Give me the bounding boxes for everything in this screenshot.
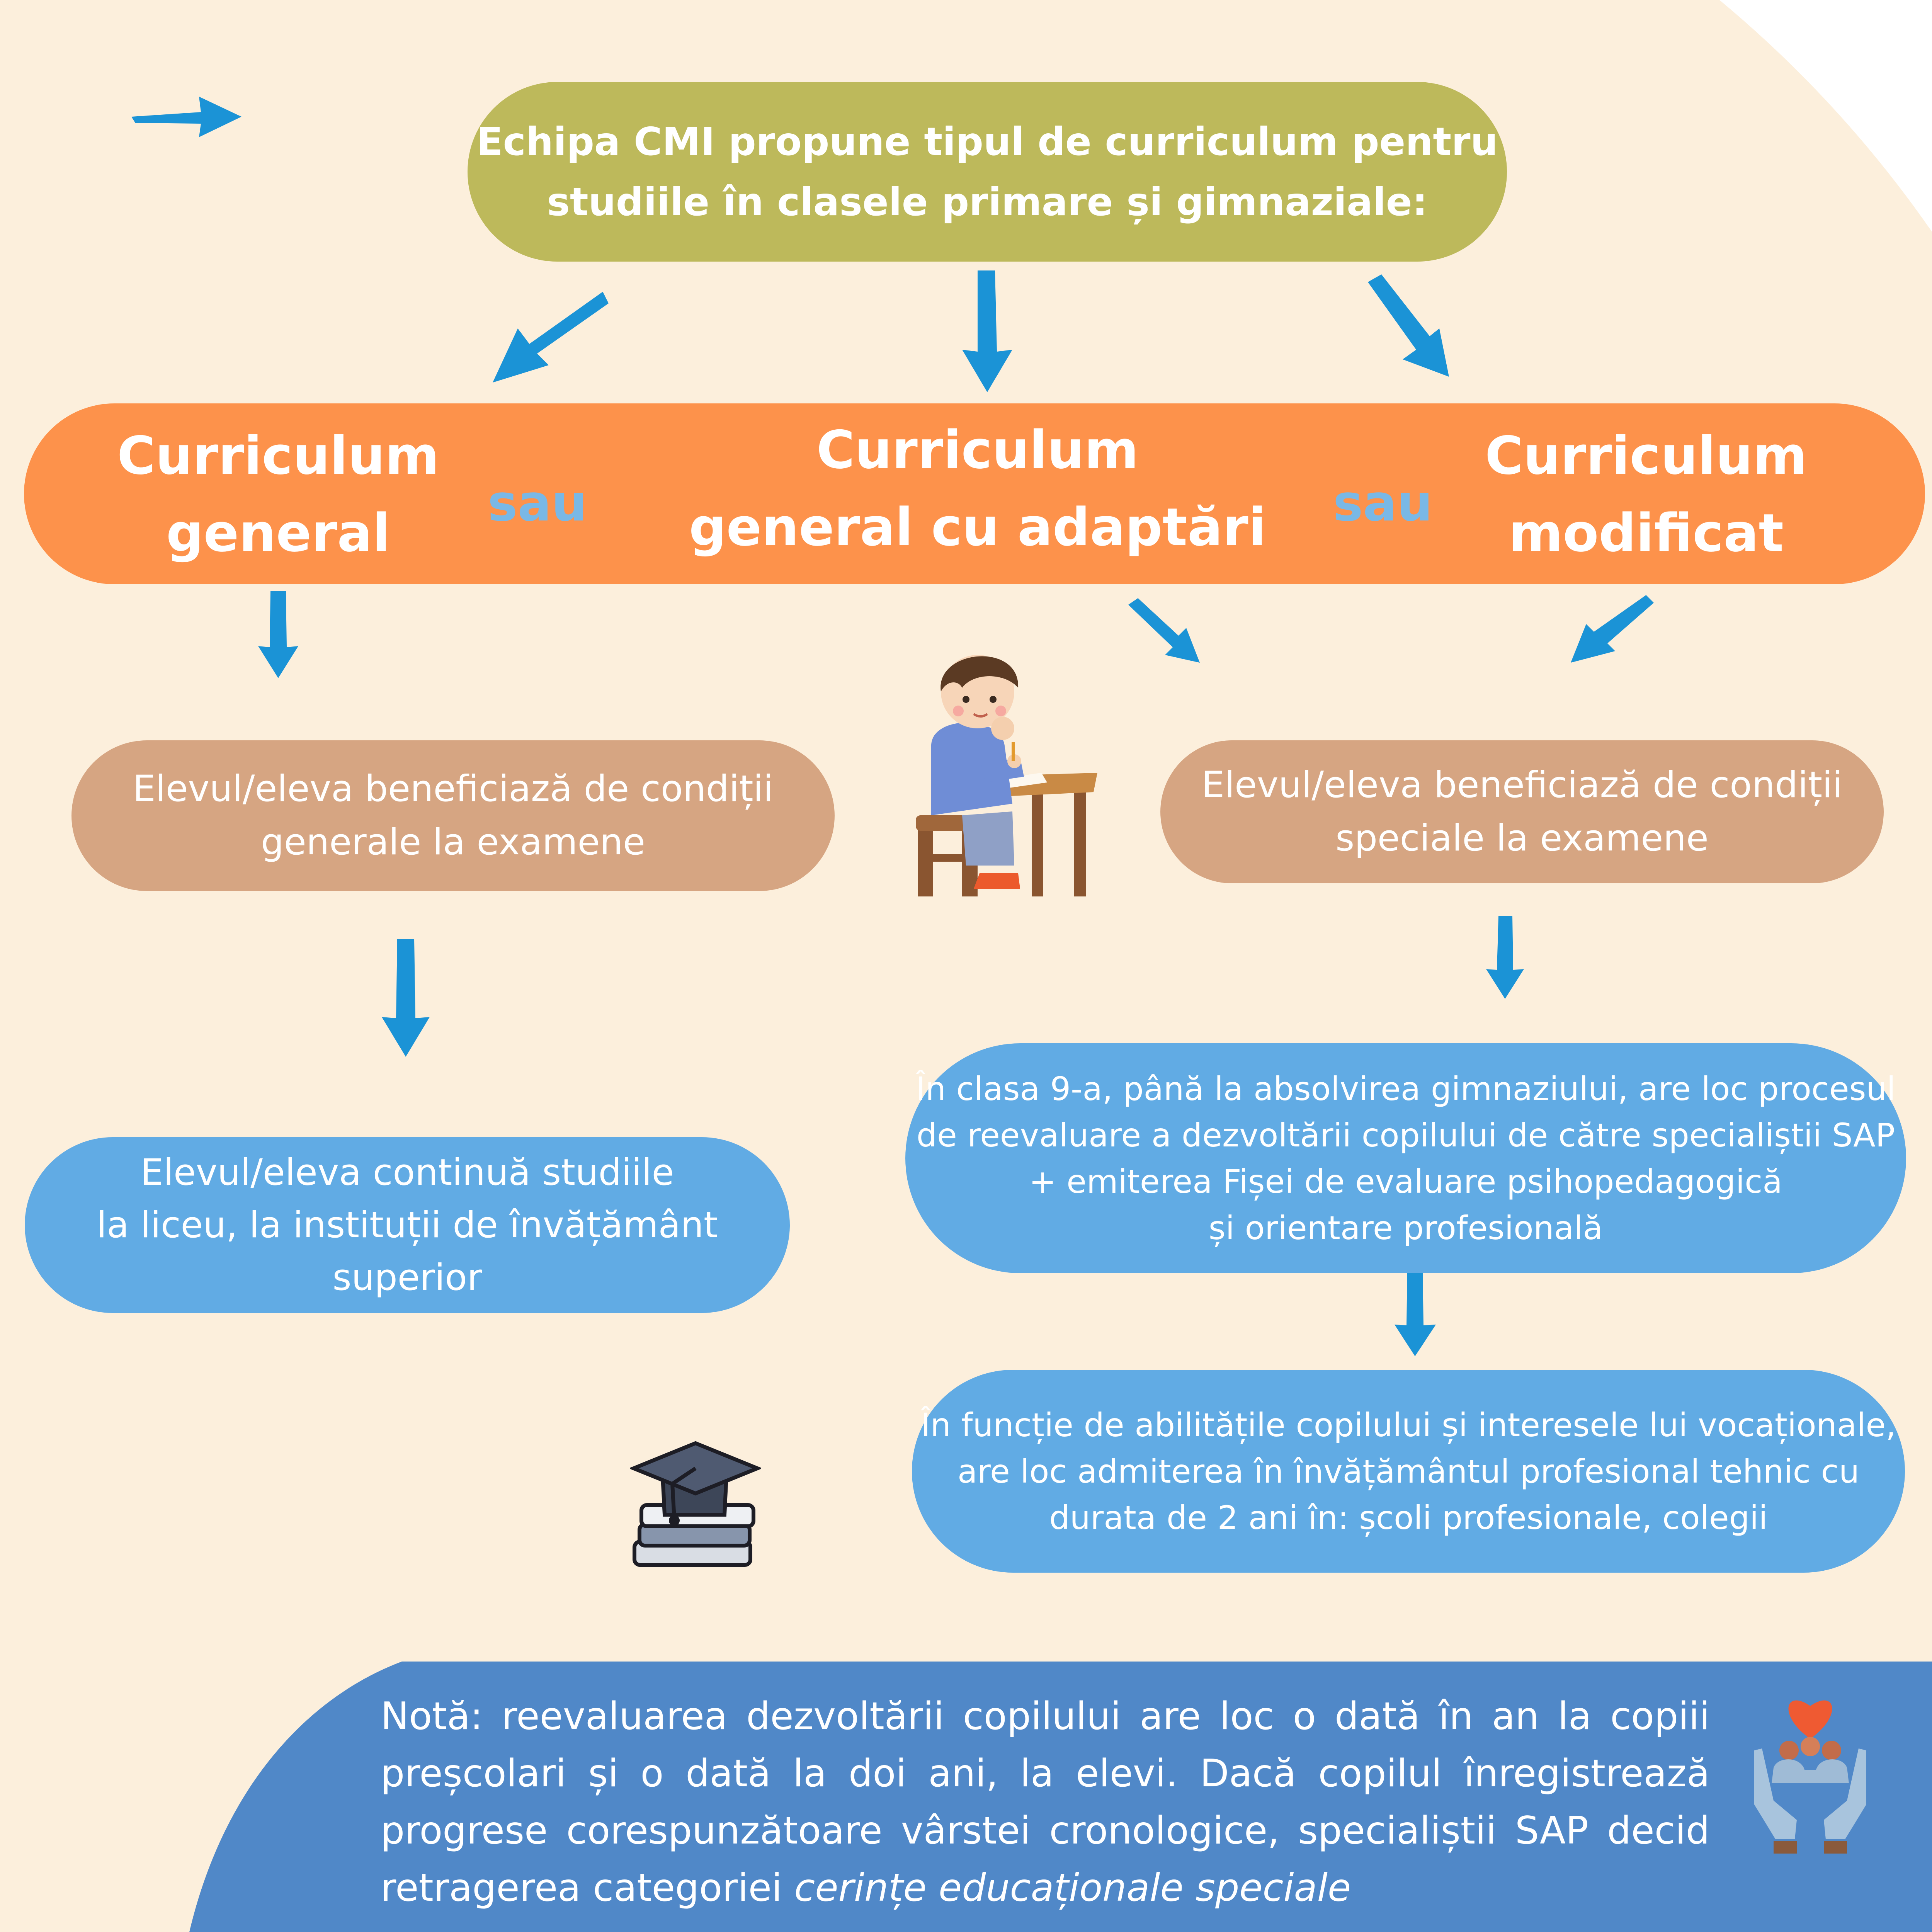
curriculum-adapted-line: Curriculum — [816, 420, 1139, 480]
continue-studies-box: Elevul/eleva continuă studiile la liceu,… — [25, 1137, 790, 1313]
curriculum-modified-line: modificat — [1508, 503, 1784, 563]
graduation-cap-books-icon — [630, 1441, 761, 1567]
note-panel — [189, 1662, 1932, 1932]
reevaluation-line: și orientare profesională — [1208, 1209, 1603, 1247]
arrow-down-icon — [962, 270, 1012, 392]
special-exam-conditions: Elevul/eleva beneficiază de condiții spe… — [1160, 740, 1884, 883]
note-emphasis: cerințe educaționale speciale — [794, 1866, 1351, 1910]
curriculum-modified-line: Curriculum — [1485, 425, 1807, 486]
special-exam-conditions-line: Elevul/eleva beneficiază de condiții — [1201, 764, 1843, 806]
arrow-down-icon — [1486, 916, 1524, 999]
connector-sau: sau — [488, 474, 587, 532]
continue-studies-line: superior — [332, 1256, 482, 1299]
curriculum-general-line: general — [166, 503, 390, 563]
continue-studies-line: Elevul/eleva continuă studiile — [140, 1151, 674, 1194]
general-exam-conditions-line: Elevul/eleva beneficiază de condiții — [133, 768, 774, 810]
top-right-curve — [1719, 0, 1932, 232]
reevaluation-line: În clasa 9-a, până la absolvirea gimnazi… — [916, 1070, 1896, 1108]
admission-line: are loc admiterea în învățământul profes… — [957, 1452, 1860, 1490]
special-exam-conditions-line: speciale la examene — [1335, 817, 1709, 859]
reevaluation-line: + emiterea Fișei de evaluare psihopedago… — [1029, 1162, 1782, 1201]
arrow-down-icon — [493, 292, 609, 383]
header-line: studiile în clasele primare și gimnazial… — [547, 179, 1428, 224]
general-exam-conditions: Elevul/eleva beneficiază de condiții gen… — [71, 740, 835, 891]
note-body: Notă: reevaluarea dezvoltării copilului … — [381, 1694, 1710, 1910]
admission-line: durata de 2 ani în: școli profesionale, … — [1049, 1498, 1768, 1537]
curriculum-band — [24, 403, 1925, 584]
arrow-down-icon — [258, 591, 298, 678]
heart-hands-icon — [1754, 1700, 1866, 1854]
general-exam-conditions-line: generale la examene — [261, 821, 645, 863]
arrow-down-icon — [382, 939, 430, 1057]
curriculum-general-line: Curriculum — [117, 425, 439, 486]
reevaluation-box: În clasa 9-a, până la absolvirea gimnazi… — [905, 1043, 1906, 1273]
header-line: Echipa CMI propune tipul de curriculum p… — [476, 119, 1498, 164]
arrow-down-icon — [1395, 1271, 1436, 1356]
arrow-down-icon — [1368, 274, 1449, 377]
curriculum-adapted: Curriculum general cu adaptări — [688, 412, 1267, 566]
note-text: Notă: reevaluarea dezvoltării copilului … — [381, 1688, 1710, 1917]
arrow-down-icon — [1571, 595, 1654, 663]
curriculum-adapted-line: general cu adaptări — [689, 497, 1266, 558]
continue-studies-line: la liceu, la instituții de învățământ — [97, 1204, 718, 1246]
admission-line: În funcție de abilitățile copilului și i… — [921, 1406, 1896, 1444]
arrow-down-icon — [1128, 598, 1200, 663]
connector-sau: sau — [1333, 474, 1433, 532]
admission-box: În funcție de abilitățile copilului și i… — [912, 1370, 1905, 1573]
student-at-desk-icon — [916, 655, 1097, 896]
header-pill: Echipa CMI propune tipul de curriculum p… — [468, 82, 1507, 262]
reevaluation-line: de reevaluare a dezvoltării copilului de… — [916, 1116, 1895, 1154]
curriculum-modified: Curriculum modificat — [1461, 417, 1832, 572]
arrow-right-icon — [131, 97, 242, 137]
curriculum-general: Curriculum general — [93, 417, 464, 572]
